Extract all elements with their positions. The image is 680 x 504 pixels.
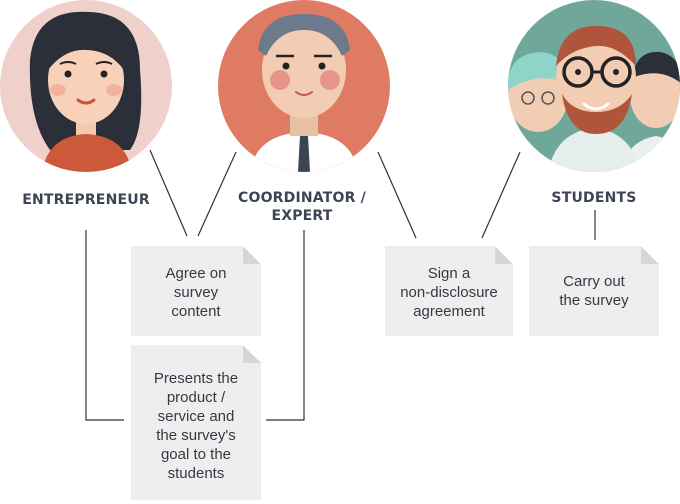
connector-entrepreneur-presents [85, 230, 124, 421]
note-sign-nda: Sign a non-disclosure agreement [385, 246, 513, 336]
note-text: Presents the product / service and the s… [153, 370, 239, 482]
connector-students-nda [481, 151, 521, 239]
note-carry-out-survey: Carry out the survey [529, 246, 659, 336]
connector-coordinator-agree [197, 151, 237, 237]
connector-coordinator-nda [377, 151, 417, 239]
connector-entrepreneur-agree [149, 149, 188, 237]
role-label-coordinator: COORDINATOR / EXPERT [238, 190, 366, 224]
note-text: Sign a non-disclosure agreement [400, 265, 498, 320]
note-text: Agree on survey content [165, 265, 227, 320]
note-presents-product: Presents the product / service and the s… [131, 345, 261, 500]
note-text: Carry out the survey [559, 273, 629, 309]
note-agree-on-survey-content: Agree on survey content [131, 246, 261, 336]
role-label-students: STUDENTS [551, 190, 637, 206]
connector-coordinator-presents [266, 230, 305, 421]
role-label-entrepreneur: ENTREPRENEUR [22, 192, 150, 208]
